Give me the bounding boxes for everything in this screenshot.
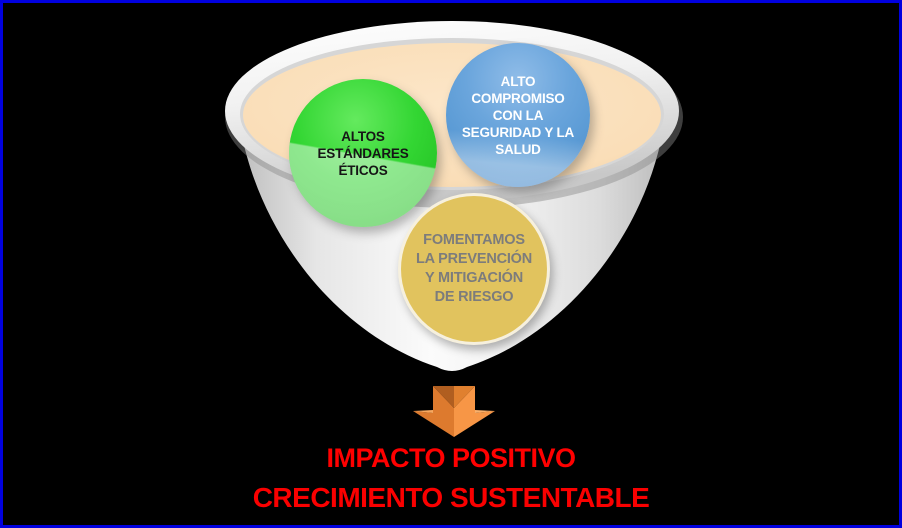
bubble-safety-health-label: ALTO COMPROMISO CON LA SEGURIDAD Y LA SA…: [461, 73, 575, 157]
bubble-ethics-label: ALTOS ESTÁNDARES ÉTICOS: [317, 128, 409, 178]
corner-accent: [0, 2, 2, 16]
bubble-risk-prevention: FOMENTAMOS LA PREVENCIÓN Y MITIGACIÓN DE…: [398, 193, 550, 345]
down-arrow-icon: [413, 386, 495, 437]
bubble-safety-health: ALTO COMPROMISO CON LA SEGURIDAD Y LA SA…: [446, 43, 590, 187]
impact-text: IMPACTO POSITIVO: [326, 443, 576, 473]
bubble-gloss: [446, 43, 590, 187]
growth-text: CRECIMIENTO SUSTENTABLE: [252, 482, 650, 513]
bubble-risk-prevention-label: FOMENTAMOS LA PREVENCIÓN Y MITIGACIÓN DE…: [415, 232, 533, 305]
bubble-ethics: ALTOS ESTÁNDARES ÉTICOS: [289, 79, 437, 227]
bubble-gloss: [289, 79, 437, 227]
